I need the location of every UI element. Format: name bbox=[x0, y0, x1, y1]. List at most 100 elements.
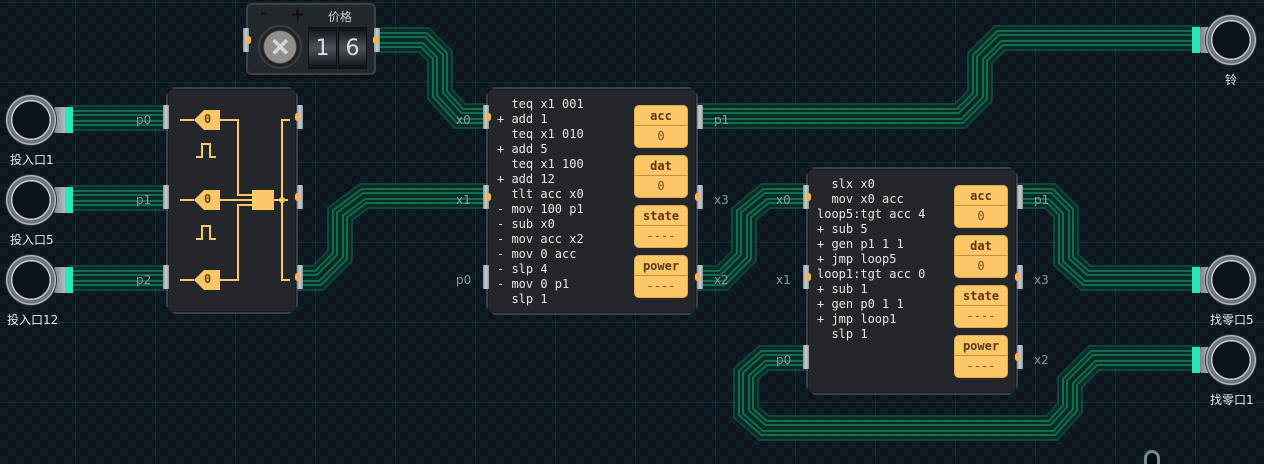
c1-pin-x3 bbox=[697, 185, 703, 209]
c2-code-line[interactable]: slp 1 bbox=[817, 327, 868, 341]
c2-port-p1: p1 bbox=[1034, 193, 1050, 207]
splitter-pin-dot-2 bbox=[295, 193, 300, 201]
input-12-label: 投入口12 bbox=[7, 313, 59, 327]
splitter-module[interactable]: 0 0 0 bbox=[166, 87, 298, 314]
controller-1-code[interactable]: teq x1 001+ add 1 teq x1 010+ add 5 teq … bbox=[497, 97, 584, 307]
c2-code-line[interactable]: mov x0 acc bbox=[817, 192, 904, 206]
c1-pin-dot-x1 bbox=[486, 193, 491, 201]
price-digit-tens[interactable]: 1 bbox=[308, 27, 337, 69]
price-digit-ones[interactable]: 6 bbox=[338, 27, 367, 69]
input-1-ring-icon[interactable] bbox=[6, 95, 56, 145]
input-12-ring-icon[interactable] bbox=[6, 255, 56, 305]
c2-code-line[interactable]: + sub 1 bbox=[817, 282, 868, 296]
c2-code-line[interactable]: loop5:tgt acc 4 bbox=[817, 207, 926, 221]
c2-code-line[interactable]: + gen p1 1 1 bbox=[817, 237, 904, 251]
junction-dot bbox=[279, 197, 285, 203]
c1-power-value: ---- bbox=[646, 279, 676, 293]
c2-code-line[interactable]: loop1:tgt acc 0 bbox=[817, 267, 926, 281]
c1-acc-value: 0 bbox=[657, 129, 665, 143]
splitter-pin-dot-1 bbox=[295, 113, 300, 121]
c2-register-power: power ---- bbox=[954, 335, 1008, 378]
c1-code-line[interactable]: teq x1 010 bbox=[497, 127, 584, 141]
c2-pin-p0 bbox=[803, 345, 809, 369]
c1-code-line[interactable]: - slp 4 bbox=[497, 262, 548, 276]
change-1-ring-icon[interactable] bbox=[1206, 335, 1256, 385]
c1-code-line[interactable]: teq x1 100 bbox=[497, 157, 584, 171]
c1-code-line[interactable]: slp 1 bbox=[497, 292, 548, 306]
price-knob[interactable]: + bbox=[258, 25, 302, 69]
splitter-pin-out-1 bbox=[297, 105, 303, 129]
c1-code-line[interactable]: + add 5 bbox=[497, 142, 548, 156]
c1-code-line[interactable]: teq x1 001 bbox=[497, 97, 584, 111]
controller-1[interactable]: teq x1 001+ add 1 teq x1 010+ add 5 teq … bbox=[486, 87, 698, 315]
gate-2-icon bbox=[194, 190, 220, 210]
c2-dat-value: 0 bbox=[977, 259, 985, 273]
bell-plug bbox=[1192, 27, 1200, 53]
wire-counter-to-x0 bbox=[376, 27, 486, 129]
c1-code-line[interactable]: - mov 100 p1 bbox=[497, 202, 584, 216]
counter-pin-dot-right bbox=[373, 36, 378, 44]
splitter-pin-dot-3 bbox=[295, 273, 300, 281]
wire-x2-to-p0 bbox=[733, 345, 1200, 441]
c2-port-x2: x2 bbox=[1034, 353, 1049, 367]
c1-code-line[interactable]: - mov acc x2 bbox=[497, 232, 584, 246]
c1-pin-x2 bbox=[697, 265, 703, 289]
change-5-ring-icon[interactable] bbox=[1206, 255, 1256, 305]
c2-port-p0: p0 bbox=[776, 353, 792, 367]
c1-code-line[interactable]: - mov 0 p1 bbox=[497, 277, 570, 291]
port-label-p1: p1 bbox=[136, 193, 152, 207]
gate-1-icon bbox=[194, 110, 220, 130]
c2-pin-x2 bbox=[1017, 345, 1023, 369]
c1-state-value: ---- bbox=[646, 229, 676, 243]
c2-pin-dot-x1 bbox=[806, 273, 811, 281]
c1-code-line[interactable]: - mov 0 acc bbox=[497, 247, 577, 261]
input-12-tab bbox=[54, 267, 66, 293]
splitter-pin-in-3 bbox=[163, 265, 169, 289]
c2-code-line[interactable]: + jmp loop5 bbox=[817, 252, 897, 266]
c1-port-x3: x3 bbox=[714, 193, 729, 207]
decrement-button[interactable]: - bbox=[260, 3, 268, 24]
c1-pin-p0 bbox=[483, 265, 489, 289]
c2-state-value: ---- bbox=[966, 309, 996, 323]
bell-label: 铃 bbox=[1225, 73, 1238, 87]
bell-ring-icon[interactable] bbox=[1206, 15, 1256, 65]
port-label-p2: p2 bbox=[136, 273, 152, 287]
change-5-label: 找零口5 bbox=[1210, 313, 1254, 327]
increment-button[interactable]: + bbox=[290, 4, 306, 25]
c1-acc-name: acc bbox=[635, 106, 687, 126]
wire-p1-to-change5 bbox=[1018, 183, 1200, 291]
c2-state-name: state bbox=[955, 286, 1007, 306]
c1-code-line[interactable]: tlt acc x0 bbox=[497, 187, 584, 201]
c2-code-line[interactable]: + gen p0 1 1 bbox=[817, 297, 904, 311]
c1-pin-dot-x0 bbox=[486, 113, 491, 121]
c2-code-line[interactable]: slx x0 bbox=[817, 177, 875, 191]
input-5-label: 投入口5 bbox=[10, 233, 54, 247]
input-5-ring-icon[interactable] bbox=[6, 175, 56, 225]
c2-code-line[interactable]: + sub 5 bbox=[817, 222, 868, 236]
c2-port-x0: x0 bbox=[776, 193, 791, 207]
c1-code-line[interactable]: + add 1 bbox=[497, 112, 548, 126]
splitter-pin-in-2 bbox=[163, 185, 169, 209]
c1-port-x1: x1 bbox=[456, 193, 471, 207]
c2-pin-dot-x2 bbox=[1015, 353, 1020, 361]
input-1-label: 投入口1 bbox=[10, 153, 54, 167]
c2-register-dat: dat 0 bbox=[954, 235, 1008, 278]
c2-power-name: power bbox=[955, 336, 1007, 356]
change-5-plug bbox=[1192, 267, 1200, 293]
c1-power-name: power bbox=[635, 256, 687, 276]
c2-port-x1: x1 bbox=[776, 273, 791, 287]
c1-code-line[interactable]: + add 12 bbox=[497, 172, 555, 186]
c1-register-acc: acc 0 bbox=[634, 105, 688, 148]
c2-acc-value: 0 bbox=[977, 209, 985, 223]
c1-code-line[interactable]: - sub x0 bbox=[497, 217, 555, 231]
c2-power-value: ---- bbox=[966, 359, 996, 373]
c2-code-line[interactable]: + jmp loop1 bbox=[817, 312, 897, 326]
c2-port-x3: x3 bbox=[1034, 273, 1049, 287]
c1-port-p1: p1 bbox=[714, 113, 730, 127]
c1-dat-name: dat bbox=[635, 156, 687, 176]
c2-register-state: state ---- bbox=[954, 285, 1008, 328]
splitter-pin-out-3 bbox=[297, 265, 303, 289]
change-1-plug bbox=[1192, 347, 1200, 373]
